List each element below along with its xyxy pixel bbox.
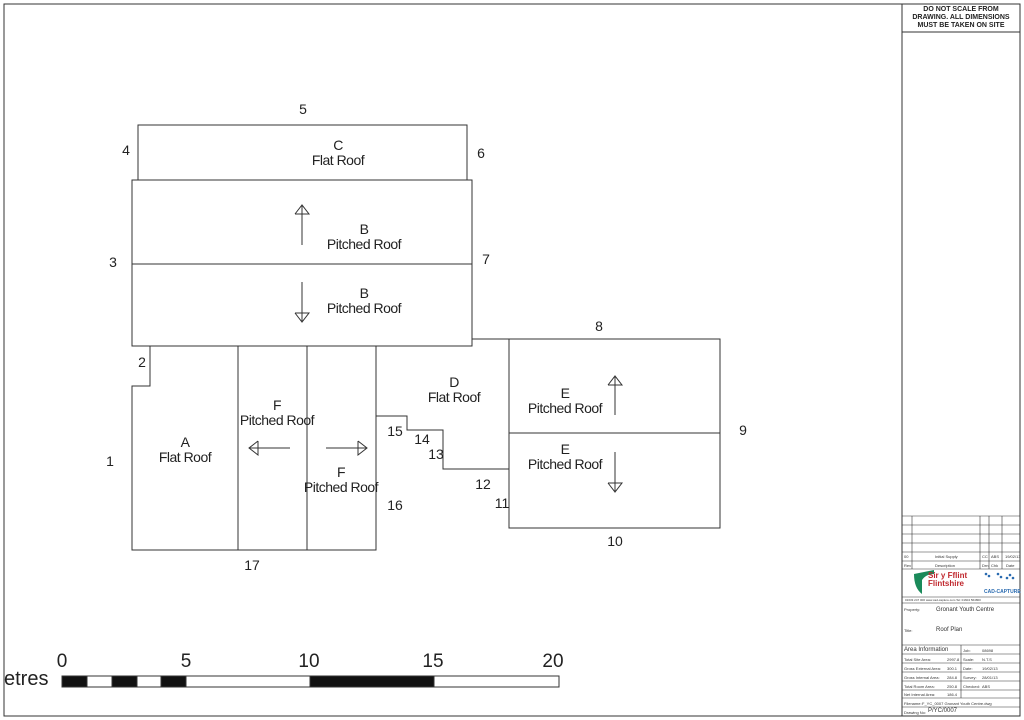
info-key: Survey:	[963, 675, 977, 680]
info-key: Date:	[963, 666, 973, 671]
flintshire-logo-icon	[914, 570, 934, 594]
arrow-down-icon	[607, 452, 624, 493]
title-label: Title:	[904, 628, 913, 633]
drawing-border	[3, 3, 1021, 717]
area-value: 186.4	[947, 692, 958, 697]
area-label: Total Site Area:	[904, 657, 931, 662]
contact-line: 01633 247 000 www.cad-capture.com Tel: 0…	[905, 598, 981, 602]
point-label: 4	[122, 142, 130, 158]
flintshire-logo-text: Sir y Fflint Flintshire	[928, 571, 968, 588]
point-label: 5	[299, 101, 307, 117]
point-label: 16	[387, 497, 403, 513]
info-key: Scale:	[963, 657, 975, 662]
roof-b-outline	[131, 179, 473, 347]
rev-description: Initial Supply	[935, 554, 958, 559]
arrow-right-icon	[326, 440, 368, 457]
date-header: Date	[1006, 563, 1015, 568]
point-label: 12	[475, 476, 491, 492]
title-block-grid	[902, 515, 1020, 708]
scale-tick: 5	[180, 651, 192, 672]
area-label: Gross Internal Area:	[904, 675, 940, 680]
point-label: 13	[428, 446, 444, 462]
title-value: Roof Plan	[936, 627, 963, 633]
rev-checked: ABS	[991, 554, 1000, 559]
filename-label: Filename:	[904, 701, 922, 706]
arrow-up-icon	[294, 204, 311, 245]
info-value: 08698	[982, 648, 994, 653]
info-value: N.T.S	[982, 657, 992, 662]
checked-header: Chk	[991, 563, 999, 568]
description-header: Description	[935, 563, 956, 568]
point-label: 17	[244, 557, 260, 573]
cad-capture-logo-text: CAD-CAPTURE	[984, 589, 1021, 595]
drawing-no-value: P/YC/0007	[928, 708, 958, 714]
rev-drawn: CC	[982, 554, 988, 559]
area-value: 284.8	[947, 675, 958, 680]
scale-unit: etres	[4, 668, 49, 690]
point-label: 14	[414, 431, 430, 447]
point-label: 11	[494, 495, 510, 511]
point-label: 2	[138, 354, 146, 370]
area-label: Net Internal Area:	[904, 692, 936, 697]
info-value: 19/02/13	[982, 666, 998, 671]
info-value: 28/01/13	[982, 675, 998, 680]
point-label: 15	[387, 423, 403, 439]
property-value: Gronant Youth Centre	[936, 607, 995, 613]
info-key: Checked:	[963, 684, 980, 689]
point-label: 6	[477, 145, 485, 161]
area-value: 2997.8	[947, 657, 960, 662]
point-label: 9	[739, 422, 747, 438]
point-label: 8	[595, 318, 603, 334]
point-label: 1	[106, 453, 114, 469]
info-value: ABS	[982, 684, 991, 689]
area-label: Total Room Area:	[904, 684, 935, 689]
arrow-left-icon	[248, 440, 290, 457]
property-label: Property:	[904, 607, 921, 612]
scale-bar	[61, 675, 560, 688]
cad-capture-logo-icon	[984, 572, 1015, 580]
area-label: Gross External Area:	[904, 666, 941, 671]
point-label: 3	[109, 254, 117, 270]
roof-c-outline	[137, 124, 468, 181]
point-label: 7	[482, 251, 490, 267]
arrow-up-icon	[607, 375, 624, 415]
arrow-down-icon	[294, 282, 311, 323]
scale-tick: 20	[542, 651, 564, 672]
roof-d-outline	[376, 415, 509, 470]
rev-cell: 00	[904, 554, 909, 559]
scale-tick: 10	[298, 651, 320, 672]
filename-value: F_YC_0007 Gronant Youth Centre.dwg	[922, 701, 992, 706]
rev-header: Rev	[904, 563, 912, 568]
roof-a-f-outline	[131, 346, 377, 551]
area-info-heading: Area Information	[904, 647, 949, 653]
rev-date: 19/02/13	[1005, 554, 1021, 559]
area-value: 300.1	[947, 666, 958, 671]
point-label: 10	[607, 533, 623, 549]
scale-notice: DO NOT SCALE FROM DRAWING. ALL DIMENSION…	[912, 6, 1010, 29]
info-key: Job:	[963, 648, 971, 653]
drawing-no-label: Drawing No:	[904, 710, 927, 715]
area-value: 250.8	[947, 684, 958, 689]
scale-tick: 15	[422, 651, 444, 672]
scale-tick: 0	[56, 651, 68, 672]
drawn-header: Drn	[982, 563, 989, 568]
